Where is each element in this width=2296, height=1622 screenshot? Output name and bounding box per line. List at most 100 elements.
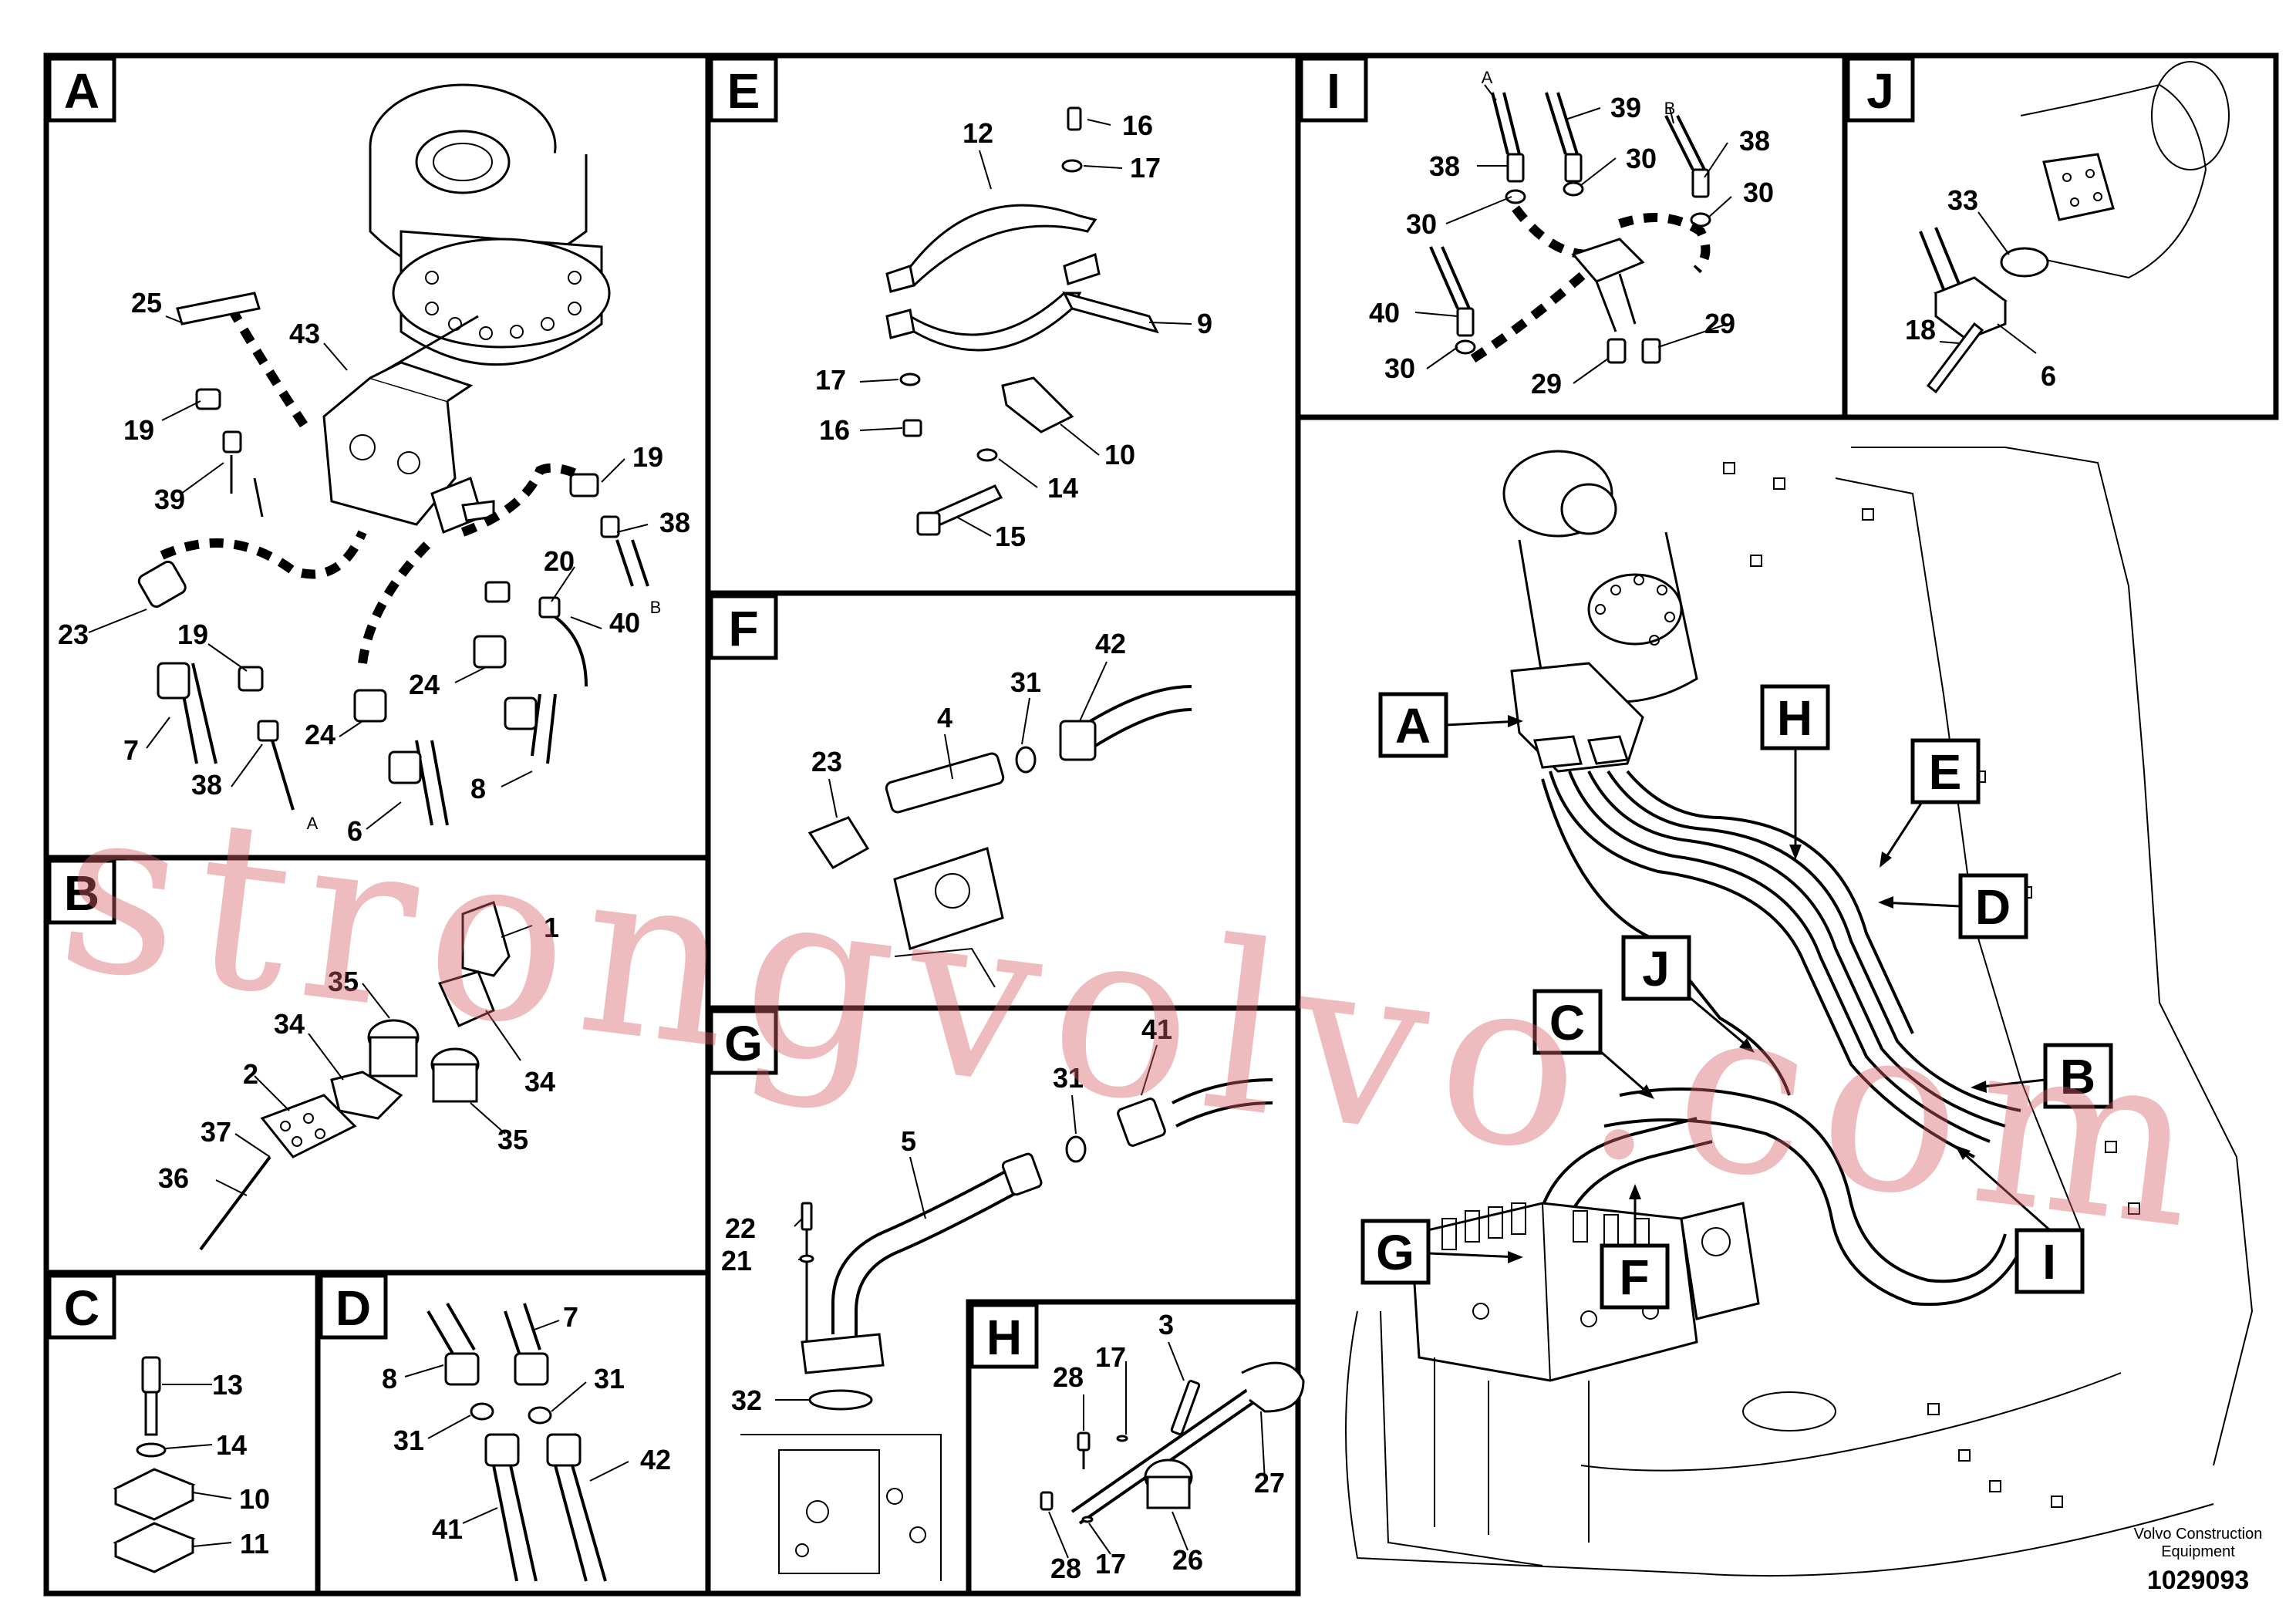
- callout: 34: [274, 1008, 305, 1040]
- callout: 38: [659, 507, 690, 538]
- svg-text:C: C: [1549, 995, 1585, 1050]
- panel-e-callouts: 16 17 12 9 17 16 10 14 15: [815, 110, 1212, 552]
- panel-g: G 41 31: [709, 1009, 1273, 1581]
- callout: 3: [1158, 1309, 1174, 1340]
- callout: 36: [158, 1162, 189, 1194]
- panel-j: J 33 18 6: [1846, 56, 2230, 394]
- callout: 12: [963, 117, 993, 149]
- callout: 22: [725, 1212, 756, 1244]
- watermark: strongvolvo.com: [47, 751, 2226, 1282]
- callout: 42: [640, 1444, 671, 1475]
- panel-a: A: [47, 56, 690, 847]
- callout: 40: [609, 607, 640, 639]
- hose-dashed: [460, 463, 588, 537]
- hose-dashed: [358, 536, 436, 664]
- pipe-clamp-drawing: [885, 106, 1159, 536]
- svg-text:J: J: [1642, 941, 1670, 996]
- callout: 40: [1369, 297, 1400, 329]
- callout: 32: [731, 1384, 762, 1416]
- panel-g-callouts: 41 31 5 22 21 32: [721, 1013, 1172, 1416]
- leader-lines: [859, 119, 1192, 537]
- callout: 10: [239, 1483, 270, 1515]
- callout: 17: [1130, 152, 1161, 184]
- callout: 37: [201, 1116, 231, 1148]
- fittings: [137, 292, 620, 784]
- callout: 39: [154, 484, 185, 515]
- overview-tag-a: A: [1378, 692, 1523, 758]
- panel-b: B 1 35 34: [47, 858, 559, 1251]
- callout: 11: [240, 1528, 269, 1560]
- callout: 41: [1141, 1013, 1172, 1045]
- panel-a-callouts: 25 43 19 39 19 38 20 40 B 23 19 24 24 7 …: [58, 287, 690, 847]
- callout: 41: [432, 1513, 463, 1545]
- callout: 16: [819, 414, 850, 446]
- callout: 5: [901, 1125, 916, 1157]
- callout: 2: [243, 1058, 258, 1090]
- overview-tag-g: G: [1360, 1219, 1523, 1285]
- callout: 26: [1172, 1544, 1203, 1576]
- callout-letter: A: [1482, 68, 1493, 87]
- panel-f-callouts: 42 31 4 23: [811, 628, 1126, 777]
- panel-f-tag: F: [728, 601, 758, 656]
- leader-lines: [162, 1384, 232, 1547]
- callout: 20: [544, 545, 575, 577]
- hose-dashed: [227, 306, 312, 435]
- hose-coupling-drawing: [426, 1302, 607, 1582]
- callout: 42: [1095, 628, 1126, 659]
- callout: 1: [544, 912, 559, 943]
- callout: 21: [721, 1245, 752, 1276]
- callout: 39: [1610, 92, 1641, 123]
- panel-g-tag: G: [724, 1016, 763, 1071]
- callout: 34: [524, 1066, 555, 1098]
- svg-text:D: D: [1975, 879, 2011, 935]
- callout: 31: [1053, 1062, 1084, 1094]
- u-clamp-drawing: [1040, 1361, 1305, 1525]
- leader-lines: [775, 1044, 1158, 1401]
- panel-d: D 8 7 31 31 41 42: [319, 1273, 671, 1582]
- callout: 17: [1095, 1548, 1126, 1580]
- panel-d-tag-box: [319, 1273, 388, 1340]
- panel-e-tag: E: [727, 63, 760, 119]
- callout-letter: B: [1664, 99, 1676, 118]
- callout: 19: [123, 414, 154, 446]
- callout: 31: [393, 1425, 424, 1456]
- hose-line: [268, 732, 295, 811]
- panel-j-callouts: 33 18 6: [1905, 184, 2056, 392]
- hose-line: [615, 539, 649, 587]
- callout: 38: [191, 769, 222, 801]
- brand-line-1: Volvo Construction: [2134, 1526, 2263, 1543]
- overview-tag-j: J: [1621, 935, 1755, 1053]
- callout: 30: [1406, 208, 1437, 240]
- callout: 17: [1095, 1341, 1126, 1373]
- svg-text:I: I: [2042, 1234, 2056, 1290]
- panel-h: H 3 17 28 27 28 17: [969, 1303, 1305, 1584]
- bracket-hoses-drawing: [1429, 92, 1711, 364]
- panel-c-tag-box: [47, 1273, 116, 1340]
- panel-e-tag-box: [709, 56, 778, 123]
- callout-letter: B: [650, 598, 662, 617]
- panel-frames: [43, 52, 2279, 1597]
- overview-tag-d: D: [1878, 873, 2028, 939]
- panel-a-tag: A: [64, 63, 99, 119]
- overview-tag-c: C: [1532, 989, 1654, 1099]
- panel-f-tag-box: [709, 594, 778, 660]
- overview-tag-b: B: [1971, 1043, 2113, 1109]
- callout: 31: [594, 1363, 625, 1394]
- callout: 28: [1053, 1361, 1084, 1393]
- callout: 33: [1947, 184, 1978, 216]
- callout: 30: [1626, 143, 1657, 174]
- panel-b-tag-box: [47, 858, 116, 925]
- overview-tag-e: E: [1880, 738, 1981, 868]
- panel-b-tag: B: [64, 865, 99, 921]
- callout: 28: [1050, 1553, 1081, 1584]
- callout: 6: [347, 815, 362, 847]
- valve-block-drawing: [322, 315, 495, 534]
- callout: 43: [289, 318, 320, 349]
- leader-lines: [404, 1320, 629, 1524]
- callout: 25: [131, 287, 162, 319]
- overview-tag-h: H: [1760, 684, 1830, 860]
- callout: 8: [470, 773, 486, 804]
- callout: 14: [1047, 472, 1078, 504]
- panel-i-tag-box: [1299, 56, 1368, 123]
- callout: 27: [1254, 1467, 1285, 1499]
